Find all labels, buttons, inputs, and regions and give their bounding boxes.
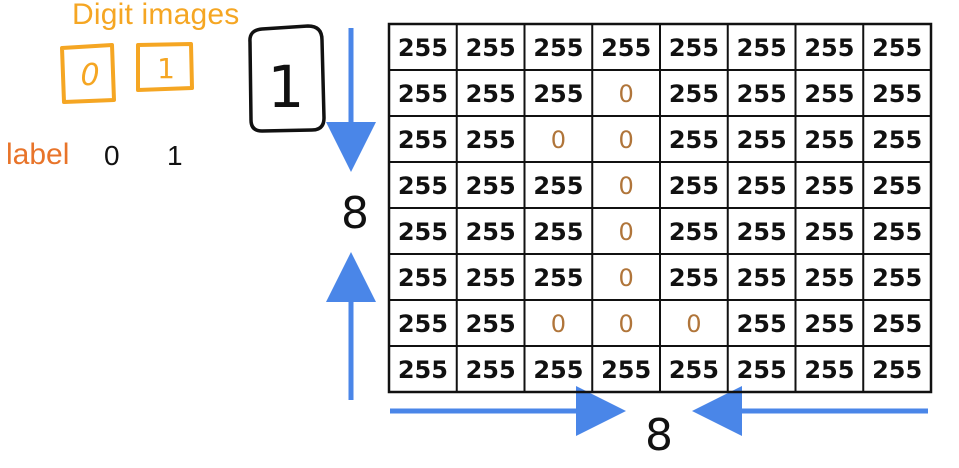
pixel-value: 255	[466, 126, 516, 154]
digit-image-1-frame	[136, 42, 194, 92]
pixel-value: 255	[398, 264, 448, 292]
pixel-value: 255	[466, 80, 516, 108]
pixel-value: 255	[804, 264, 854, 292]
pixel-value: 255	[872, 310, 922, 338]
pixel-value: 0	[618, 80, 633, 108]
diagram-title: Digit images	[72, 0, 240, 31]
pixel-value: 255	[872, 172, 922, 200]
pixel-value: 255	[533, 34, 583, 62]
pixel-value: 0	[618, 126, 633, 154]
pixel-value: 255	[737, 218, 787, 246]
pixel-value: 255	[398, 126, 448, 154]
pixel-value: 255	[737, 80, 787, 108]
pixel-value: 255	[466, 218, 516, 246]
pixel-value: 255	[669, 356, 719, 384]
pixel-value: 255	[398, 80, 448, 108]
pixel-value: 255	[737, 264, 787, 292]
pixel-value: 0	[618, 218, 633, 246]
pixel-value: 255	[737, 34, 787, 62]
enlarged-digit: 1	[248, 24, 326, 133]
pixel-value: 0	[551, 310, 566, 338]
pixel-value: 255	[872, 264, 922, 292]
label-value-1: 1	[167, 140, 183, 171]
pixel-value: 255	[466, 172, 516, 200]
pixel-value: 255	[737, 310, 787, 338]
pixel-value: 255	[872, 34, 922, 62]
label-caption: label	[6, 138, 70, 171]
pixel-value: 255	[669, 172, 719, 200]
pixel-value: 255	[804, 34, 854, 62]
pixel-value: 255	[872, 218, 922, 246]
pixel-value: 255	[398, 34, 448, 62]
pixel-value: 255	[533, 264, 583, 292]
enlarged-digit-glyph: 1	[268, 53, 305, 121]
pixel-value: 255	[398, 172, 448, 200]
pixel-value: 255	[669, 218, 719, 246]
pixel-value: 255	[466, 356, 516, 384]
pixel-value: 255	[466, 310, 516, 338]
pixel-value: 255	[466, 34, 516, 62]
pixel-value: 0	[686, 310, 701, 338]
pixel-value: 255	[533, 80, 583, 108]
pixel-value: 255	[872, 80, 922, 108]
pixel-value: 0	[551, 126, 566, 154]
pixel-value: 255	[872, 356, 922, 384]
pixel-value: 0	[618, 172, 633, 200]
pixel-value: 255	[804, 218, 854, 246]
pixel-value: 0	[618, 264, 633, 292]
pixel-value: 255	[737, 126, 787, 154]
pixel-value: 255	[533, 218, 583, 246]
pixel-value: 0	[618, 310, 633, 338]
pixel-value: 255	[398, 218, 448, 246]
pixel-grid: 255 255 255 255 255 255 255 255 255 255 255 0 255 255…	[387, 22, 933, 394]
digit-image-0-frame	[60, 43, 116, 104]
pixel-value: 255	[398, 356, 448, 384]
cols-count: 8	[645, 410, 673, 461]
pixel-value: 255	[669, 264, 719, 292]
pixel-value: 255	[804, 310, 854, 338]
pixel-value: 255	[533, 172, 583, 200]
digit-image-0-glyph: 0	[80, 58, 99, 93]
digit-image-1-glyph: 1	[157, 52, 175, 85]
digit-image-1: 1	[136, 42, 194, 92]
pixel-value: 255	[601, 356, 651, 384]
digit-image-0: 0	[60, 43, 116, 104]
pixel-value: 255	[737, 172, 787, 200]
pixel-value: 255	[804, 356, 854, 384]
pixel-value: 255	[533, 356, 583, 384]
pixel-value: 255	[669, 126, 719, 154]
pixel-value: 255	[601, 34, 651, 62]
label-value-0: 0	[104, 140, 120, 171]
pixel-value: 255	[804, 80, 854, 108]
pixel-value: 255	[804, 126, 854, 154]
pixel-value: 255	[466, 264, 516, 292]
pixel-value: 255	[804, 172, 854, 200]
pixel-value: 255	[872, 126, 922, 154]
pixel-value: 255	[669, 34, 719, 62]
pixel-value: 255	[669, 80, 719, 108]
enlarged-digit-frame	[248, 24, 326, 133]
rows-count: 8	[341, 188, 369, 239]
pixel-value: 255	[737, 356, 787, 384]
pixel-value: 255	[398, 310, 448, 338]
